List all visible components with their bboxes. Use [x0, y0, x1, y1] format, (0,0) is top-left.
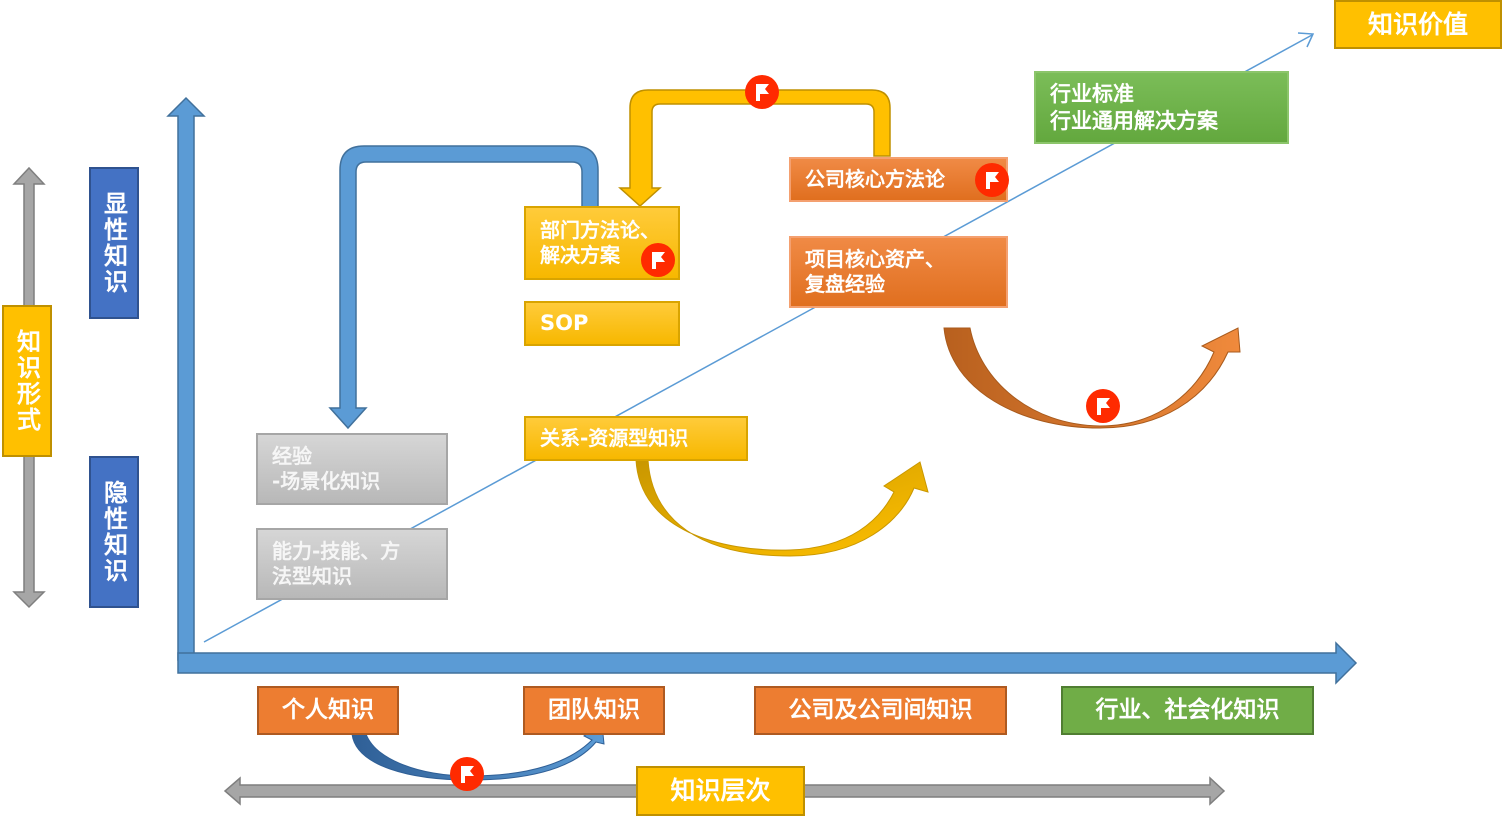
node-experience: 经验 -场景化知识 [256, 433, 448, 505]
level-personal: 个人知识 [257, 686, 399, 735]
level-team: 团队知识 [523, 686, 665, 735]
flag-icon [641, 243, 675, 277]
form-axis-label: 知识形式 [2, 305, 52, 457]
x-axis-arrow [177, 641, 1358, 685]
level-industry: 行业、社会化知识 [1061, 686, 1314, 735]
blue-bent-arrow [328, 145, 599, 430]
level-company: 公司及公司间知识 [754, 686, 1007, 735]
node-relation: 关系-资源型知识 [524, 416, 748, 461]
node-industry: 行业标准 行业通用解决方案 [1034, 71, 1289, 144]
yellow-curved-arrow [635, 459, 929, 557]
node-project-assets: 项目核心资产、 复盘经验 [789, 236, 1008, 308]
y-axis-arrow [166, 96, 206, 661]
value-trend-arrowhead [1297, 32, 1315, 48]
yellow-bent-arrow [618, 89, 891, 208]
tacit-knowledge-label: 隐性知识 [89, 456, 139, 608]
flag-icon [1086, 389, 1120, 423]
value-axis-label: 知识价值 [1334, 0, 1502, 49]
explicit-knowledge-label: 显性知识 [89, 167, 139, 319]
flag-icon [745, 75, 779, 109]
node-ability: 能力-技能、方 法型知识 [256, 528, 448, 600]
orange-curved-arrow [943, 327, 1241, 429]
node-sop: SOP [524, 301, 680, 346]
level-axis-label: 知识层次 [636, 766, 805, 816]
flag-icon [975, 163, 1009, 197]
flag-icon [450, 757, 484, 791]
